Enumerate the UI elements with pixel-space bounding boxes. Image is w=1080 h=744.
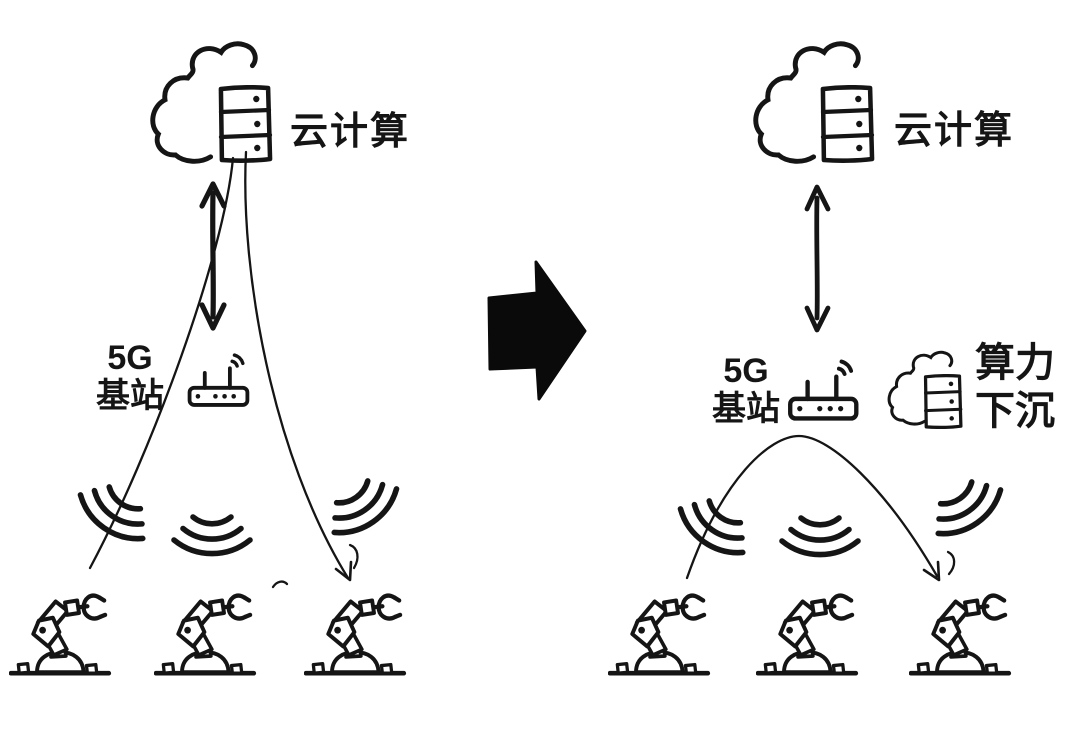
wifi-waves-icon bbox=[73, 476, 156, 550]
robot-arm-icon bbox=[156, 596, 254, 674]
server-icon bbox=[221, 87, 270, 160]
wifi-waves-icon bbox=[321, 470, 404, 544]
server-icon bbox=[923, 374, 963, 429]
right-base-station-label-line1: 5G bbox=[723, 352, 769, 390]
stray-mark bbox=[271, 580, 289, 589]
arrow-flourish bbox=[348, 543, 359, 570]
server-icon bbox=[823, 87, 872, 160]
right-base-station-label: 5G 基站 bbox=[694, 352, 798, 428]
wifi-waves-icon bbox=[782, 518, 858, 555]
wifi-waves-icon bbox=[174, 517, 250, 554]
router-icon bbox=[790, 362, 856, 419]
wifi-waves-icon bbox=[925, 471, 1008, 545]
left-cloud-computing-label: 云计算 bbox=[290, 111, 411, 153]
left-scene bbox=[11, 44, 404, 673]
cloud-basestation-updown-arrow bbox=[804, 184, 831, 333]
transform-arrow-icon bbox=[487, 260, 587, 401]
left-base-station-label-line2: 基站 bbox=[96, 377, 164, 415]
right-cloud-computing-label: 云计算 bbox=[893, 110, 1014, 152]
robot-arm-icon bbox=[758, 596, 856, 674]
cloud-server-icon bbox=[756, 44, 872, 162]
edge-computing-label-line1: 算力 bbox=[975, 341, 1055, 385]
left-base-station-label: 5G 基站 bbox=[78, 339, 182, 415]
cloud-server-icon bbox=[153, 44, 270, 162]
arrowhead-icon bbox=[922, 560, 941, 582]
right-scene bbox=[610, 44, 1009, 673]
robot-arm-icon bbox=[911, 596, 1009, 674]
edge-computing-label: 算力 下沉 bbox=[965, 339, 1065, 435]
router-icon bbox=[187, 353, 250, 407]
edge-cloud-server-icon bbox=[887, 350, 963, 429]
arrowhead-icon bbox=[334, 560, 353, 582]
local-link-arc bbox=[685, 434, 956, 582]
robot-arm-icon bbox=[610, 596, 708, 674]
robot-arm-icon bbox=[306, 596, 404, 674]
robot-arm-icon bbox=[11, 596, 109, 674]
left-base-station-label-line1: 5G bbox=[107, 339, 153, 377]
edge-computing-label-line2: 下沉 bbox=[975, 389, 1055, 433]
right-base-station-label-line2: 基站 bbox=[712, 390, 780, 428]
arrow-flourish bbox=[946, 550, 956, 576]
signal-line-right bbox=[244, 150, 350, 580]
wifi-waves-icon bbox=[673, 490, 756, 564]
